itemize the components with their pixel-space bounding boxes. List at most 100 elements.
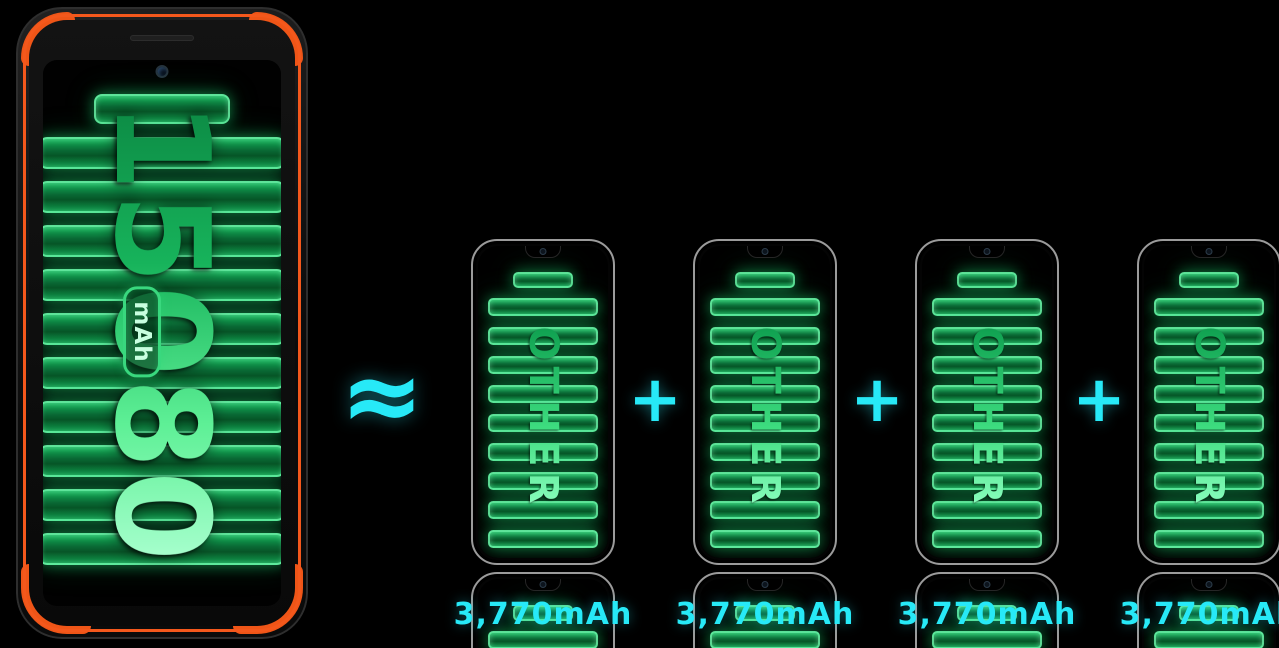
battery-graphic <box>710 605 820 648</box>
comparison-phone-1: OTHER <box>471 239 615 565</box>
battery-bar <box>1154 298 1264 316</box>
battery-bar <box>43 533 281 565</box>
battery-bar <box>488 472 598 490</box>
battery-bar <box>1154 327 1264 345</box>
battery-bar <box>932 443 1042 461</box>
other-phone-label: OTHER <box>520 326 566 510</box>
battery-bar <box>1154 501 1264 519</box>
battery-bar <box>43 357 281 389</box>
battery-bars <box>710 631 820 648</box>
battery-bar <box>488 501 598 519</box>
battery-cap <box>513 272 573 288</box>
battery-bar <box>43 313 281 345</box>
comparison-phone-3: OTHER <box>915 239 1059 565</box>
battery-bar <box>488 385 598 403</box>
comparison-phone-3-partial <box>915 572 1059 648</box>
phone-screen: OTHER <box>1144 246 1274 558</box>
battery-bar <box>932 356 1042 374</box>
battery-graphic <box>710 272 820 558</box>
battery-bars <box>710 298 820 548</box>
battery-bar <box>488 631 598 648</box>
battery-bar <box>1154 443 1264 461</box>
battery-bar <box>932 298 1042 316</box>
capacity-label: 3,770mAh <box>897 597 1077 632</box>
plus-symbol: + <box>1072 363 1126 437</box>
battery-bar <box>488 530 598 548</box>
battery-bar <box>710 631 820 648</box>
front-camera-icon <box>1205 248 1213 255</box>
battery-bar <box>488 443 598 461</box>
battery-bar <box>43 445 281 477</box>
battery-bar <box>488 298 598 316</box>
battery-bar <box>488 356 598 374</box>
battery-bar <box>710 327 820 345</box>
battery-bar <box>1154 530 1264 548</box>
battery-bar <box>1154 385 1264 403</box>
battery-bar <box>932 530 1042 548</box>
battery-graphic <box>1154 272 1264 558</box>
phone-screen: OTHER <box>700 246 830 558</box>
hero-battery-unit-badge: mAh <box>123 286 161 378</box>
battery-cap <box>735 272 795 288</box>
battery-bars <box>932 631 1042 648</box>
battery-bar <box>1154 356 1264 374</box>
battery-bar <box>710 530 820 548</box>
battery-cap <box>1179 272 1239 288</box>
battery-graphic <box>932 605 1042 648</box>
capacity-label: 3,770mAh <box>1119 597 1279 632</box>
battery-cap <box>513 605 573 621</box>
comparison-phone-4-partial <box>1137 572 1279 648</box>
battery-bar <box>43 137 281 169</box>
battery-bar <box>43 489 281 521</box>
battery-bar <box>43 225 281 257</box>
battery-bar <box>932 327 1042 345</box>
battery-cap <box>957 272 1017 288</box>
hero-rugged-phone: 15080 mAh <box>14 5 310 641</box>
battery-cap <box>735 605 795 621</box>
battery-bars <box>488 298 598 548</box>
battery-bar <box>710 385 820 403</box>
front-camera-icon <box>539 581 547 588</box>
speaker-grille-icon <box>130 35 194 41</box>
battery-bars <box>488 631 598 648</box>
other-phone-label: OTHER <box>964 326 1010 510</box>
battery-bar <box>710 501 820 519</box>
battery-bar <box>43 401 281 433</box>
battery-bar <box>488 327 598 345</box>
comparison-phone-2-partial <box>693 572 837 648</box>
battery-bar <box>43 269 281 301</box>
comparison-phone-1-partial <box>471 572 615 648</box>
approx-equals-symbol: ≈ <box>340 337 424 454</box>
capacity-label: 3,770mAh <box>675 597 855 632</box>
plus-symbol: + <box>850 363 904 437</box>
battery-bar <box>710 443 820 461</box>
phone-screen: OTHER <box>922 246 1052 558</box>
comparison-phone-4: OTHER <box>1137 239 1279 565</box>
hero-phone-screen: 15080 mAh <box>43 60 281 606</box>
battery-bar <box>710 356 820 374</box>
front-camera-icon <box>983 248 991 255</box>
battery-bar <box>1154 631 1264 648</box>
front-camera-icon <box>983 581 991 588</box>
hero-battery-graphic <box>43 94 281 577</box>
battery-bars <box>1154 298 1264 548</box>
front-camera-icon <box>1205 581 1213 588</box>
battery-graphic <box>488 272 598 558</box>
front-camera-icon <box>539 248 547 255</box>
front-camera-icon <box>761 581 769 588</box>
battery-bar <box>932 385 1042 403</box>
battery-bar <box>1154 472 1264 490</box>
capacity-label: 3,770mAh <box>453 597 633 632</box>
other-phone-label: OTHER <box>1186 326 1232 510</box>
battery-bar <box>932 472 1042 490</box>
battery-cap <box>94 94 230 124</box>
battery-bar <box>932 631 1042 648</box>
phone-screen: OTHER <box>478 246 608 558</box>
orange-frame-trim <box>23 14 301 632</box>
comparison-phone-2: OTHER <box>693 239 837 565</box>
battery-bar <box>488 414 598 432</box>
other-phone-label: OTHER <box>742 326 788 510</box>
battery-bar <box>710 414 820 432</box>
battery-cap <box>1179 605 1239 621</box>
